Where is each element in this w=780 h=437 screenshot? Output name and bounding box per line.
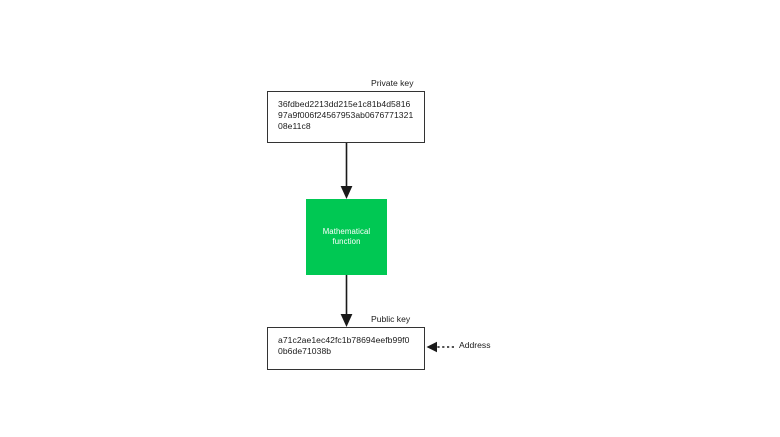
edge-private-key-to-function-arrowhead <box>340 186 353 199</box>
private-key-box: 36fdbed2213dd215e1c81b4d5816 97a9f006f24… <box>267 91 425 143</box>
edge-function-to-public-key <box>340 275 353 327</box>
edge-private-key-to-function <box>340 143 353 199</box>
mathematical-function-label: Mathematical function <box>322 226 371 247</box>
private-key-value: 36fdbed2213dd215e1c81b4d5816 97a9f006f24… <box>278 99 414 132</box>
edge-function-to-public-key-arrowhead <box>340 314 353 327</box>
public-key-box: a71c2ae1ec42fc1b78694eefb99f0 0b6de71038… <box>267 327 425 370</box>
public-key-value: a71c2ae1ec42fc1b78694eefb99f0 0b6de71038… <box>278 335 410 357</box>
edge-address-to-public-key <box>426 341 454 353</box>
edge-address-to-public-key-arrowhead <box>426 341 437 353</box>
private-key-caption: Private key <box>371 78 414 88</box>
mathematical-function-box: Mathematical function <box>306 199 387 275</box>
public-key-caption: Public key <box>371 314 411 324</box>
address-caption: Address <box>459 340 491 350</box>
